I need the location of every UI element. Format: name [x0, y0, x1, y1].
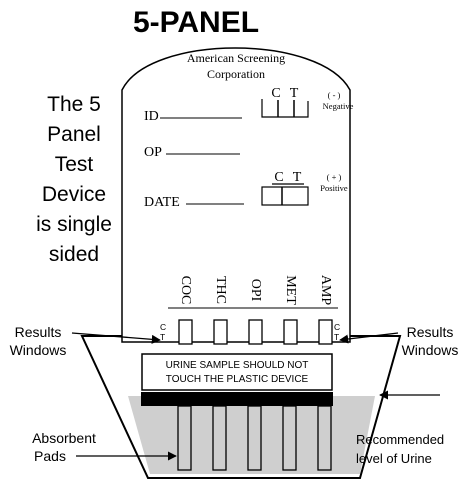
- ct-left-c: C: [160, 322, 166, 332]
- positive-t: T: [293, 170, 302, 185]
- side-line-3: Test: [55, 153, 94, 176]
- absorbent-pad-2: [212, 405, 227, 471]
- positive-sign: ( + ): [327, 172, 342, 182]
- results-right-line-1: Results: [407, 324, 454, 340]
- warning-box: [141, 353, 333, 391]
- positive-label: Positive: [320, 183, 348, 193]
- results-right-line-2: Windows: [402, 342, 459, 358]
- results-left-line-1: Results: [15, 324, 62, 340]
- panel-label-coc: COC: [178, 276, 193, 305]
- test-device-card: [121, 47, 351, 343]
- negative-example: C T ( - ) Negative: [261, 86, 354, 118]
- ct-right-t: T: [334, 332, 339, 342]
- ct-left-t: T: [160, 332, 165, 342]
- side-line-2: Panel: [47, 123, 101, 146]
- op-field-label: OP: [144, 145, 162, 160]
- result-window-amp: [318, 319, 333, 345]
- absorbent-pad-1: [177, 405, 192, 471]
- side-description: The 5 Panel Test Device is single sided: [36, 93, 112, 266]
- positive-window: [261, 186, 309, 206]
- warning-line-2: TOUCH THE PLASTIC DEVICE: [166, 374, 309, 385]
- manufacturer-line-2: Corporation: [207, 67, 265, 81]
- results-windows: [178, 319, 333, 345]
- side-line-6: sided: [49, 243, 99, 266]
- positive-c: C: [274, 170, 283, 185]
- ct-right-c: C: [334, 322, 340, 332]
- urine-level: [128, 396, 375, 474]
- absorbent-line-1: Absorbent: [32, 430, 96, 446]
- positive-example: C T ( + ) Positive: [261, 170, 348, 206]
- results-left-arrow: [71, 332, 161, 344]
- result-window-opi: [248, 319, 263, 345]
- result-window-met: [283, 319, 298, 345]
- negative-sign: ( - ): [328, 90, 341, 100]
- panel-label-opi: OPI: [248, 279, 263, 302]
- absorbent-pad-5: [317, 405, 332, 471]
- result-window-thc: [213, 319, 228, 345]
- side-line-4: Device: [42, 183, 106, 206]
- absorbent-pad-3: [247, 405, 262, 471]
- manufacturer-line-1: American Screening: [187, 51, 285, 65]
- results-right-arrow: [339, 332, 399, 344]
- absorbent-pads: [177, 405, 332, 471]
- device-black-band: [141, 392, 333, 406]
- panel-labels: COC THC OPI MET AMP: [178, 275, 333, 306]
- date-field-label: DATE: [144, 195, 180, 210]
- negative-t: T: [290, 86, 299, 101]
- diagram-title: 5-PANEL: [133, 6, 259, 39]
- results-left-line-2: Windows: [10, 342, 67, 358]
- panel-label-thc: THC: [213, 276, 228, 304]
- negative-c: C: [271, 86, 280, 101]
- panel-label-amp: AMP: [318, 275, 333, 306]
- panel-label-met: MET: [283, 275, 298, 305]
- absorbent-pad-4: [282, 405, 297, 471]
- absorbent-line-2: Pads: [34, 448, 66, 464]
- negative-window: [261, 99, 309, 118]
- id-field-label: ID: [144, 109, 159, 124]
- recommended-line-1: Recommended: [356, 432, 444, 447]
- side-line-5: is single: [36, 213, 112, 236]
- side-line-1: The 5: [47, 93, 101, 116]
- warning-line-1: URINE SAMPLE SHOULD NOT: [166, 360, 309, 371]
- result-window-coc: [178, 319, 193, 345]
- recommended-line-2: level of Urine: [356, 451, 432, 466]
- negative-label: Negative: [323, 101, 354, 111]
